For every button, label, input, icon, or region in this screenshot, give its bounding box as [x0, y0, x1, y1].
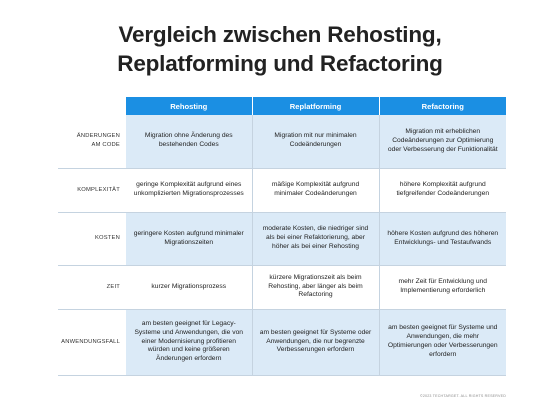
table-cell: Migration ohne Änderung des bestehenden …	[126, 115, 253, 169]
table-cell: am besten geeignet für Legacy-Systeme un…	[126, 309, 253, 376]
comparison-table: Rehosting Replatforming Refactoring ÄNDE…	[58, 97, 506, 376]
row-label-time: ZEIT	[58, 265, 126, 310]
row-label-line-1: ÄNDERUNGEN	[76, 133, 120, 140]
header-corner	[58, 97, 126, 115]
table-cell: mäßige Komplexität aufgrund minimaler Co…	[252, 168, 380, 213]
table-cell: höhere Komplexität aufgrund tiefgreifend…	[379, 168, 506, 213]
table-row-complexity: KOMPLEXITÄT geringe Komplexität aufgrund…	[58, 168, 506, 213]
table-cell: mehr Zeit für Entwicklung und Implementi…	[379, 265, 506, 310]
column-header-refactoring: Refactoring	[379, 97, 506, 115]
table-cell: Migration mit nur minimalen Codeänderung…	[252, 115, 380, 169]
table-cell: kürzere Migrationszeit als beim Rehostin…	[252, 265, 380, 310]
table-row-use-case: ANWENDUNGSFALL am besten geeignet für Le…	[58, 309, 506, 376]
title-line-1: Vergleich zwischen Rehosting,	[118, 22, 442, 47]
table-cell: geringere Kosten aufgrund minimaler Migr…	[126, 212, 253, 266]
column-header-replatforming: Replatforming	[252, 97, 380, 115]
table-cell: höhere Kosten aufgrund des höheren Entwi…	[379, 212, 506, 266]
row-label-code-changes: ÄNDERUNGEN AM CODE	[58, 115, 126, 169]
table-cell: am besten geeignet für Systeme oder Anwe…	[252, 309, 380, 376]
table-cell: moderate Kosten, die niedriger sind als …	[252, 212, 380, 266]
table-header-row: Rehosting Replatforming Refactoring	[58, 97, 506, 115]
row-label-complexity: KOMPLEXITÄT	[58, 168, 126, 213]
row-label-costs: KOSTEN	[58, 212, 126, 266]
copyright-credit: ©2023 TECHTARGET. ALL RIGHTS RESERVED	[419, 394, 506, 398]
table-row-costs: KOSTEN geringere Kosten aufgrund minimal…	[58, 212, 506, 266]
table-cell: kurzer Migrationsprozess	[126, 265, 253, 310]
column-header-rehosting: Rehosting	[126, 97, 253, 115]
row-label-line-2: AM CODE	[91, 142, 120, 149]
table-cell: geringe Komplexität aufgrund eines unkom…	[126, 168, 253, 213]
table-cell: am besten geeignet für Systeme und Anwen…	[379, 309, 506, 376]
table-row-time: ZEIT kurzer Migrationsprozess kürzere Mi…	[58, 265, 506, 310]
title-line-2: Replatforming und Refactoring	[117, 51, 443, 76]
table-cell: Migration mit erheblichen Codeänderungen…	[379, 115, 506, 169]
table-row-code-changes: ÄNDERUNGEN AM CODE Migration ohne Änderu…	[58, 115, 506, 169]
row-label-use-case: ANWENDUNGSFALL	[58, 309, 126, 376]
page-title: Vergleich zwischen Rehosting, Replatform…	[0, 20, 560, 78]
